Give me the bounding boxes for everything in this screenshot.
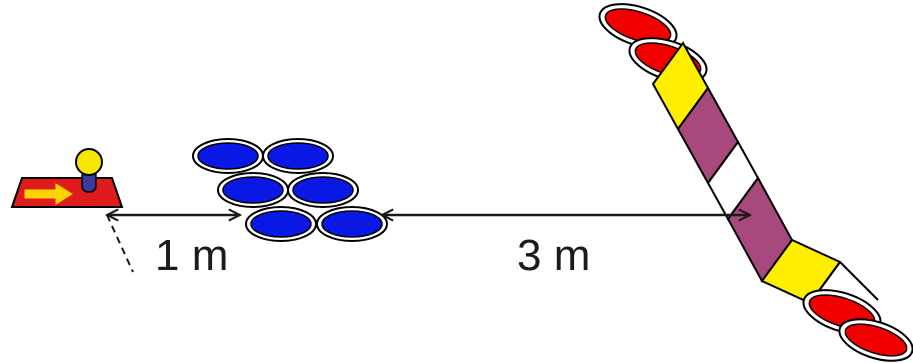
red-disc-group-bottom bbox=[802, 289, 913, 362]
blue-disc-icon bbox=[245, 206, 317, 242]
person-icon bbox=[75, 148, 103, 193]
distance-label-1m: 1 m bbox=[155, 231, 228, 280]
blue-disc-icon bbox=[192, 138, 264, 174]
blue-disc-icon bbox=[316, 206, 388, 242]
start-pad-icon bbox=[10, 148, 124, 208]
blue-disc-icon bbox=[217, 172, 289, 208]
distance-label-3m: 3 m bbox=[517, 231, 590, 280]
start-guide-line bbox=[106, 214, 134, 273]
red-disc-icon bbox=[598, 3, 678, 49]
red-disc-icon bbox=[838, 318, 913, 362]
blue-disc-icon bbox=[287, 172, 359, 208]
blue-disc-icon bbox=[262, 138, 334, 174]
striped-barrier-icon bbox=[651, 41, 879, 305]
blue-disc-cluster bbox=[192, 138, 388, 242]
direction-arrow-icon bbox=[24, 183, 73, 205]
